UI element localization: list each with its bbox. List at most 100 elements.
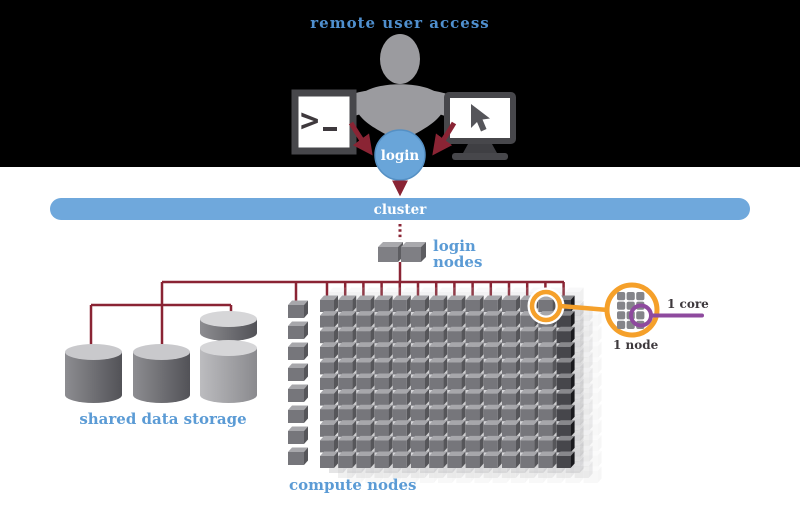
compute-node-cube [465,389,484,406]
ghost-cube [474,466,493,483]
compute-node-cube [465,420,484,437]
compute-node-cube [520,342,539,359]
compute-node-cube [447,357,466,375]
compute-node-cube [320,326,338,344]
ghost-cube [510,466,529,483]
compute-node-cube [288,300,308,318]
compute-node-cube [288,447,308,465]
compute-node-cube [465,311,484,328]
compute-node-cube [520,451,539,468]
compute-node-cube [538,326,557,344]
compute-node-cube [374,420,393,437]
compute-node-cube [447,326,466,344]
ghost-cube [574,399,593,416]
compute-node-cube [374,342,393,359]
compute-node-cube [465,451,484,468]
compute-node-cube [356,357,375,375]
compute-node-cube [320,451,338,468]
compute-node-cube [338,326,357,344]
core-square [626,292,635,301]
compute-node-cube [392,373,411,390]
compute-node-cube [483,326,502,344]
compute-node-cube [465,342,484,359]
compute-node-cube [411,326,429,344]
compute-node-cube [338,404,357,422]
ghost-cube [583,341,602,359]
compute-node-cube [502,420,520,437]
terminal-cursor-underscore [323,127,337,131]
login-node-cube [378,242,403,262]
compute-node-cube [392,295,411,312]
compute-node-cube [374,435,393,453]
ghost-cube [583,388,602,405]
compute-node-cube [429,373,448,390]
one-node-label: 1 node [613,338,659,352]
compute-node-cube [356,326,375,344]
compute-node-cube [411,404,429,422]
compute-node-cube [411,420,429,437]
compute-node-cube [465,404,484,422]
compute-node-cube [320,373,338,390]
compute-node-cube [374,373,393,390]
compute-node-cube [465,326,484,344]
compute-node-cube [447,295,466,312]
compute-node-cube [411,435,429,453]
login-nodes-group [378,242,426,262]
mouse-cursor-icon [471,104,490,132]
core-square [636,292,645,301]
compute-node-cube [538,342,557,359]
compute-node-cube [392,404,411,422]
compute-node-cube [288,321,308,339]
compute-node-cube [374,295,393,312]
compute-node-cube [392,326,411,344]
ghost-cube [574,367,593,385]
ghost-cube [574,445,593,463]
terminal-to-login-arrow [348,121,373,156]
compute-node-cube [392,357,411,375]
compute-node-cube [356,404,375,422]
monitor-to-login-arrow [432,121,457,156]
compute-node-cube [483,420,502,437]
cluster-bar: cluster [50,198,750,220]
login-label: login [381,148,420,164]
compute-node-cube [320,389,338,406]
compute-node-cube [429,404,448,422]
core-square [617,311,626,320]
compute-node-cube [338,435,357,453]
compute-node-cube [447,451,466,468]
compute-node-cube [374,451,393,468]
ghost-cube [583,419,602,437]
login-node-cube [401,242,426,262]
compute-node-cube [320,311,338,328]
compute-node-cube [556,404,575,422]
compute-node-grid [320,295,575,468]
compute-node-cube [538,389,557,406]
compute-node-cube [320,420,338,437]
compute-node-cube [320,342,338,359]
compute-node-cube [556,326,575,344]
compute-node-cube [429,435,448,453]
ghost-cube [583,450,602,468]
compute-node-cube [465,435,484,453]
compute-node-cube [556,342,575,359]
compute-node-cube [465,357,484,375]
compute-node-cube [429,420,448,437]
monitor-stand-base [452,153,508,160]
compute-node-cube [538,420,557,437]
compute-node-cube [447,311,466,328]
ghost-cube [492,466,511,483]
compute-nodes-label: compute nodes [289,476,417,494]
compute-node-cube [483,451,502,468]
compute-node-cube [320,357,338,375]
compute-node-cube [556,311,575,328]
compute-node-cube [338,342,357,359]
storage-cylinder [133,344,190,403]
compute-node-cube [520,435,539,453]
compute-node-cube [483,404,502,422]
compute-node-cube [356,342,375,359]
compute-node-cube [288,405,308,423]
compute-node-cube [374,389,393,406]
compute-node-cube [288,426,308,444]
ghost-cube [583,404,602,421]
compute-node-cube [483,295,502,312]
